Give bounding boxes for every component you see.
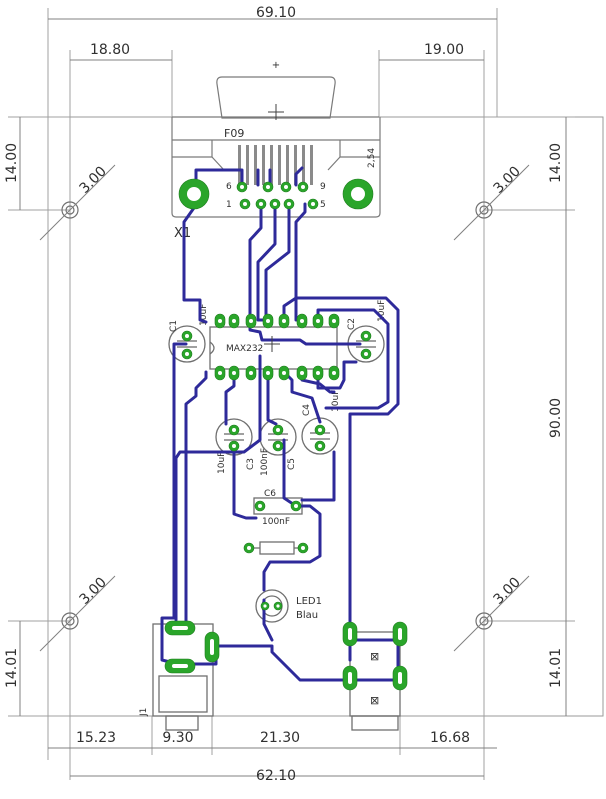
dimension-extension-lines (8, 8, 575, 780)
led-name-label: LED1 (296, 596, 322, 607)
dim-right-top: 14.00 (548, 143, 564, 183)
dim-bottom-2: 9.30 (162, 730, 193, 746)
dim-bottom-3: 21.30 (260, 730, 300, 746)
origin-crosshairs (264, 104, 284, 352)
c3-value-label: 10uF (217, 452, 227, 474)
c6-name-label: C6 (264, 489, 276, 499)
connector-pin-9-label: 9 (320, 182, 326, 192)
dim-top-total: 69.10 (256, 5, 296, 21)
connector-pin-leads (238, 145, 313, 185)
dim-right-height: 90.00 (548, 398, 564, 438)
dimension-lines (19, 18, 567, 777)
mounting-holes: 3.00 3.00 3.00 3.00 (39, 163, 530, 652)
dim-bottom-1: 15.23 (76, 730, 116, 746)
jack-name-label: J1 (139, 708, 149, 717)
c4-name-label: C4 (302, 404, 312, 416)
connector-origin-mark: + (272, 60, 280, 71)
switch-symbol-top: ⊠ (370, 650, 379, 663)
c1-value-label: 10uF (199, 304, 209, 326)
dim-left-top: 14.00 (4, 143, 20, 183)
connector-pin-1-label: 1 (226, 200, 232, 210)
connector-pin-5-label: 5 (320, 200, 326, 210)
dim-top-left: 18.80 (90, 42, 130, 58)
dim-right-bottom: 14.01 (548, 648, 564, 688)
dim-bottom-4: 16.68 (430, 730, 470, 746)
max232-ic: MAX232 (209, 326, 338, 370)
hole-label-bottom-right: 3.00 (490, 574, 523, 607)
c3-name-label: C3 (246, 458, 256, 470)
connector-type-label: F09 (224, 127, 244, 140)
hole-label-top-right: 3.00 (490, 163, 523, 196)
dim-top-right: 19.00 (424, 42, 464, 58)
led-color-label: Blau (296, 610, 318, 621)
switch-symbol-bottom: ⊠ (370, 694, 379, 707)
c2-value-label: 10uF (377, 300, 387, 322)
c5-value-label: 100nF (260, 448, 270, 476)
c5-name-label: C5 (287, 458, 297, 470)
connector-pin-6-label: 6 (226, 182, 232, 192)
connector-pitch-label: 2,54 (367, 148, 377, 168)
hole-label-top-left: 3.00 (76, 163, 109, 196)
dsub-connector: + F09 X1 6 1 9 5 2,54 (171, 60, 381, 241)
ic-name-label: MAX232 (226, 344, 263, 354)
mounting-hole-top-left: 3.00 (39, 163, 116, 241)
c4-value-label: 10uF (331, 390, 341, 412)
c1-name-label: C1 (169, 320, 179, 332)
mounting-hole-top-right: 3.00 (453, 163, 530, 241)
resistor-r1 (249, 541, 303, 555)
dimension-labels: 69.10 18.80 19.00 14.00 14.00 90.00 14.0… (4, 5, 564, 784)
pcb-pads (164, 178, 408, 691)
dc-jack-j1: J1 (139, 623, 214, 731)
c6-value-label: 100nF (262, 517, 290, 527)
dim-left-bottom: 14.01 (4, 648, 20, 688)
hole-label-bottom-left: 3.00 (76, 574, 109, 607)
mounting-hole-bottom-left: 3.00 (39, 574, 116, 652)
dim-bottom-total: 62.10 (256, 768, 296, 784)
c2-name-label: C2 (347, 318, 357, 330)
mounting-hole-bottom-right: 3.00 (453, 574, 530, 652)
